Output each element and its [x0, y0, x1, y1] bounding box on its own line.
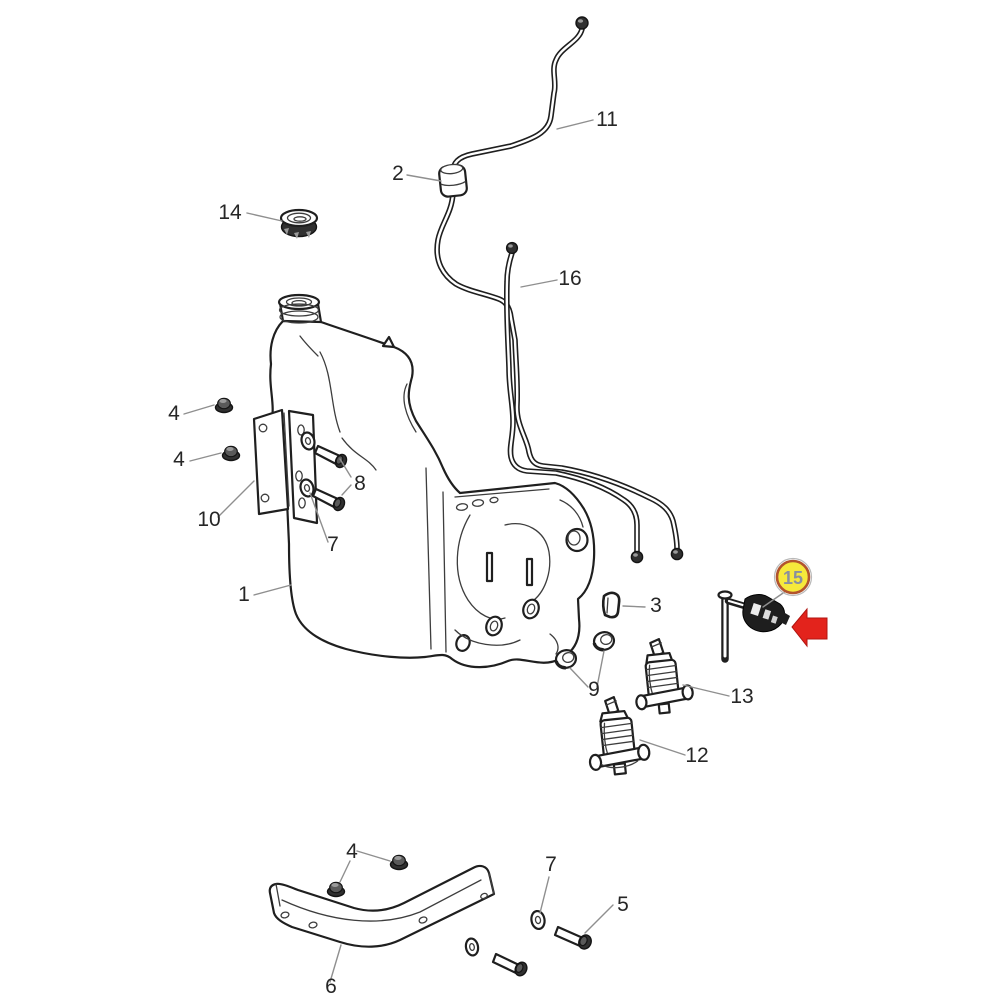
hose-grommet-drawing — [438, 163, 468, 198]
level-sensor-drawing — [717, 590, 790, 663]
pump-grommet-a — [554, 649, 578, 670]
washer-lower-left — [464, 937, 480, 957]
washer-hose-pair — [503, 241, 644, 564]
callout-11-label: 11 — [596, 108, 618, 131]
highlight-circle — [775, 559, 811, 595]
bracket-bolt-washer-a — [300, 431, 348, 469]
washer-pump-front-drawing — [588, 696, 651, 776]
callout-leader-lines — [183, 119, 787, 983]
lower-bracket-nut-b — [389, 854, 409, 871]
highlighted-15-label: 15 — [783, 568, 803, 588]
callout-14-label: 14 — [218, 201, 242, 224]
bracket-bolt-washer-b — [299, 478, 346, 512]
washer-lower — [530, 909, 546, 931]
callout-labels: 14 2 11 16 4 4 10 8 7 1 3 9 13 12 4 7 5 … — [168, 108, 754, 998]
retaining-clip-drawing — [601, 591, 621, 619]
highlight-arrow-left-icon — [791, 607, 828, 648]
washer-pump-rear-drawing — [635, 638, 694, 715]
callout-2-label: 2 — [392, 162, 404, 185]
washer-hose-upper — [434, 16, 684, 561]
lower-bracket-drawing — [268, 864, 496, 948]
callout-5-label: 5 — [617, 893, 629, 916]
callout-16-label: 16 — [558, 267, 581, 290]
bolt-lower-left — [491, 952, 528, 977]
callout-4a-label: 4 — [168, 402, 180, 425]
callout-10-label: 10 — [197, 508, 220, 531]
lower-bracket-nut-a — [326, 881, 346, 898]
callout-12-label: 12 — [685, 744, 708, 767]
callout-7b-label: 7 — [545, 853, 557, 876]
filler-cap-drawing — [279, 208, 319, 239]
callout-13-label: 13 — [730, 685, 753, 708]
pump-grommet-b — [592, 631, 616, 652]
callout-7-label: 7 — [327, 533, 339, 556]
highlight-callout-15: 15 — [773, 557, 813, 597]
callout-9-label: 9 — [588, 678, 600, 701]
callout-6-label: 6 — [325, 975, 337, 998]
mounting-bolt-lower — [553, 925, 592, 950]
callout-4b-label: 4 — [173, 448, 185, 471]
callout-8-label: 8 — [354, 472, 366, 495]
mounting-nut-upper-a — [214, 397, 234, 414]
callout-1-label: 1 — [238, 583, 250, 606]
callout-3-label: 3 — [650, 594, 662, 617]
callout-4c-label: 4 — [346, 840, 358, 863]
mounting-nut-upper-b — [221, 445, 241, 462]
reservoir-tank-drawing — [269, 293, 596, 669]
